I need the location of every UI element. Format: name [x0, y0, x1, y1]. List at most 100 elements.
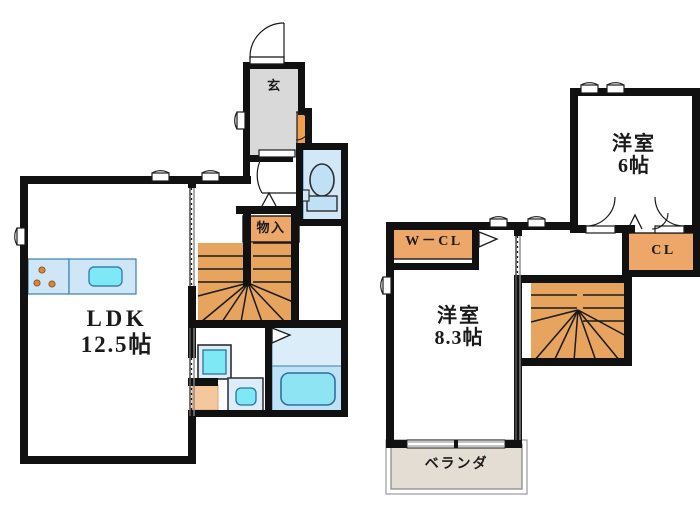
wall-bath-divider — [265, 326, 272, 378]
room-label-washitsu-83-name: 洋室 — [437, 305, 481, 327]
wall-genkan-top — [243, 62, 305, 69]
first-floor-fills — [191, 68, 308, 411]
wall-storage-top — [236, 206, 298, 214]
first-floor-walls — [20, 62, 348, 464]
wall-bath-top — [291, 320, 348, 328]
wall-room83-left — [386, 270, 394, 448]
walk-in-closet-door-mark — [478, 231, 499, 249]
wall-ldk-left — [20, 176, 28, 464]
vanity-basin-icon — [202, 349, 227, 375]
room-label-washitsu-6-size: 6帖 — [618, 155, 650, 178]
entrance-door-swing-arc — [249, 22, 285, 58]
wall-toilet-left — [296, 143, 303, 226]
wall-ldk-right-lower — [188, 416, 196, 464]
wall-wcl-right — [472, 228, 479, 270]
room-label-walk-in-closet: W－CL — [392, 234, 476, 250]
wall-room6-left — [570, 88, 578, 233]
closet-door-mark — [627, 213, 643, 230]
toilet-tank-icon — [306, 195, 338, 212]
wall-cl-bottom — [622, 270, 700, 277]
closet-door-arc — [651, 212, 669, 230]
room-label-washitsu-83: 洋室 8.3帖 — [409, 305, 509, 350]
wall-toilet-bottom — [296, 219, 348, 226]
room6-window-2-frame — [606, 84, 625, 94]
first-floor-openings — [14, 22, 311, 345]
room-label-storage-name: 物入 — [256, 220, 286, 235]
wall-washroom-left — [188, 328, 196, 358]
stove-burner-icon — [38, 266, 46, 274]
wall-ldk-top — [20, 176, 189, 184]
first-floor-sliding-doors — [189, 188, 195, 416]
genkan-window-arc — [234, 111, 238, 130]
wall-genkan-left — [243, 62, 250, 162]
wall-top-corridor — [196, 176, 251, 184]
room6-window-1-arc — [580, 82, 599, 86]
wall-cl-right — [693, 229, 700, 277]
room83-window-arc — [380, 276, 384, 295]
room-label-washitsu-6-name: 洋室 — [612, 133, 656, 155]
room-label-washitsu-6: 洋室 6帖 — [584, 133, 684, 178]
genkan-floor — [249, 68, 298, 156]
room83-window-frame — [382, 276, 392, 295]
wall-cl-left — [622, 229, 629, 277]
wall-wcl-bottom — [386, 263, 479, 270]
ldk-window-1-frame — [151, 172, 170, 182]
wall-stair2f-left — [514, 275, 522, 366]
ldk-window-1-arc — [151, 170, 170, 174]
kitchen-sink-basin-icon — [88, 266, 123, 287]
room-label-cl-name: CL — [651, 243, 676, 258]
kitchen-stove-counter — [27, 258, 70, 295]
wall-room83-right-lower — [514, 361, 522, 448]
hall-door-leaf — [258, 149, 296, 158]
toilet-bowl-icon — [309, 163, 335, 197]
room-label-veranda-name: ベランダ — [424, 457, 489, 472]
wall-stair2f-top — [522, 275, 632, 283]
wall-toilet-right — [341, 143, 348, 226]
first-floor-plan — [14, 22, 348, 464]
hall-window-2-arc — [527, 216, 546, 220]
wall-stair-right — [291, 206, 299, 328]
wall-room6-right — [692, 88, 700, 233]
second-floor-openings — [380, 82, 685, 449]
ldk-window-2-frame — [201, 172, 220, 182]
room6-door-right-leaf — [654, 225, 685, 234]
ldk-left-window-arc — [14, 227, 18, 246]
stair-treads-2f — [530, 281, 631, 362]
room-label-ldk-name: LDK — [86, 306, 148, 331]
room6-window-2-arc — [606, 82, 625, 86]
second-floor-staircase — [530, 281, 631, 362]
wash-basin-icon — [235, 387, 257, 406]
wall-stair2f-bottom — [522, 358, 632, 366]
hall-window-1-frame — [489, 218, 508, 228]
stove-burner-icon — [48, 280, 56, 288]
wall-corridor-left — [243, 162, 250, 184]
storage-closet-door-mark — [261, 191, 277, 207]
hall-window-1-arc — [489, 216, 508, 220]
wall-genkan-right-upper — [298, 62, 305, 112]
wall-stair-bottom — [196, 320, 299, 328]
second-floor-sliding-doors — [515, 236, 521, 440]
wall-bath-bottom — [188, 410, 348, 417]
wall-stair2f-right — [624, 275, 632, 365]
room-label-storage: 物入 — [246, 220, 296, 236]
room-label-ldk-size: 12.5帖 — [80, 331, 154, 357]
room-label-ldk: LDK 12.5帖 — [62, 306, 172, 358]
entrance-door-leaf — [249, 56, 285, 65]
wall-wcl-left — [386, 222, 394, 270]
room-label-veranda: ベランダ — [391, 457, 522, 473]
wall-room6-bottom-right — [684, 225, 700, 233]
room6-door-left-leaf — [585, 225, 616, 234]
washing-machine-space — [191, 384, 219, 411]
wall-bath-divider-lower — [265, 378, 272, 416]
bath-door-mark — [271, 327, 292, 345]
ldk-left-window-frame — [16, 227, 26, 246]
veranda-door-center-post — [454, 440, 458, 448]
second-floor-plan — [380, 82, 700, 495]
wall-wcl-top — [386, 222, 479, 230]
wall-ldk-bottom — [20, 456, 196, 464]
bathtub-icon — [280, 372, 336, 406]
room-label-washitsu-83-size: 8.3帖 — [434, 327, 484, 350]
room6-door-right-arc — [654, 196, 685, 227]
